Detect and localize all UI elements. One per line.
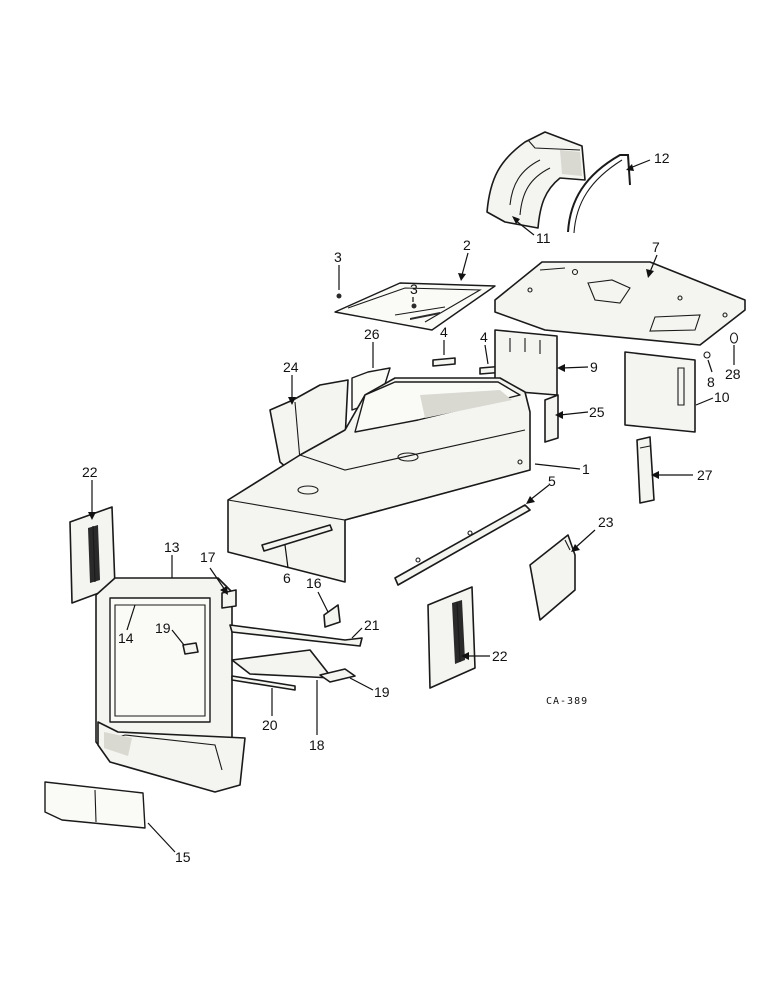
- part-21-rail: [229, 624, 363, 647]
- part-5-rail: [394, 504, 531, 586]
- callout-6: 6: [283, 570, 291, 586]
- part-17-bracket: [221, 589, 237, 609]
- callout-20: 20: [262, 717, 278, 733]
- part-8-fastener: [703, 351, 711, 359]
- callout-labels: 11 12 2 3 3 7 4 4 26 24 9 8 28 10 25 1 2…: [82, 150, 741, 865]
- part-22-grille-panel-lower: [427, 586, 476, 689]
- callout-28: 28: [725, 366, 741, 382]
- callout-19: 19: [374, 684, 390, 700]
- part-7-deck-plate: [494, 261, 746, 346]
- callout-10: 10: [714, 389, 730, 405]
- part-15-shield: [44, 781, 146, 829]
- part-11-fender: [486, 131, 586, 229]
- part-18-cross-member: [231, 649, 333, 679]
- callout-23: 23: [598, 514, 614, 530]
- callout-12: 12: [654, 150, 670, 166]
- callout-7: 7: [652, 239, 660, 255]
- callout-27: 27: [697, 467, 713, 483]
- drawing-code: CA-389: [546, 696, 588, 707]
- callout-26: 26: [364, 326, 380, 342]
- callout-21: 21: [364, 617, 380, 633]
- callout-4: 4: [440, 324, 448, 340]
- callout-24: 24: [283, 359, 299, 375]
- callout-1: 1: [582, 461, 590, 477]
- part-3-screws: [336, 293, 417, 309]
- part-13-grille-frame: [95, 577, 246, 793]
- callout-5: 5: [548, 473, 556, 489]
- part-19-block-left: [182, 642, 199, 655]
- part-25-bracket: [544, 394, 559, 443]
- callout-13: 13: [164, 539, 180, 555]
- callout-16: 16: [306, 575, 322, 591]
- callout-15: 15: [175, 849, 191, 865]
- callout-19: 19: [155, 620, 171, 636]
- callout-8: 8: [707, 374, 715, 390]
- callout-2: 2: [463, 237, 471, 253]
- part-23-side-panel: [529, 534, 576, 621]
- part-10-panel: [624, 351, 696, 433]
- callout-3: 3: [334, 249, 342, 265]
- leader-lines: [88, 159, 735, 853]
- callout-22: 22: [492, 648, 508, 664]
- part-12-trim-strip: [567, 154, 631, 234]
- callout-9: 9: [590, 359, 598, 375]
- part-28-fastener: [729, 332, 739, 344]
- callout-11: 11: [536, 230, 551, 246]
- part-1-hood: [227, 377, 531, 583]
- callout-22: 22: [82, 464, 98, 480]
- callout-18: 18: [309, 737, 325, 753]
- callout-3: 3: [410, 281, 418, 297]
- callout-25: 25: [589, 404, 605, 420]
- part-19-block-right: [319, 668, 356, 683]
- callout-14: 14: [118, 630, 134, 646]
- part-20-rail: [231, 675, 296, 691]
- part-16-bracket: [323, 604, 341, 628]
- part-6-rail: [261, 524, 333, 552]
- callout-17: 17: [200, 549, 216, 565]
- part-27-strip: [636, 436, 655, 504]
- callout-4: 4: [480, 329, 488, 345]
